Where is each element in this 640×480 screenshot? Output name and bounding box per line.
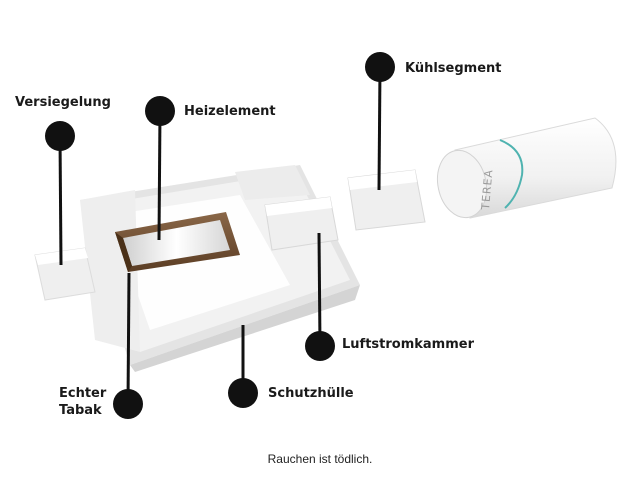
callout-dot-heizelement xyxy=(145,96,175,126)
callout-dot-echter-tabak xyxy=(113,389,143,419)
cooling-segment-shape xyxy=(347,169,426,231)
label-kuehlsegment: Kühlsegment xyxy=(405,61,502,76)
callout-dot-schutzhuelle xyxy=(228,378,258,408)
label-schutzhuelle: Schutzhülle xyxy=(268,386,354,401)
callout-dot-luftstromkammer xyxy=(305,331,335,361)
callout-dot-kuehlsegment xyxy=(365,52,395,82)
sealing-plug-shape xyxy=(34,247,96,301)
leader-line-kuehlsegment xyxy=(377,66,382,191)
callouts xyxy=(45,52,395,419)
leader-line-echter-tabak xyxy=(126,272,131,405)
airflow-chamber-shape xyxy=(264,196,339,251)
filter-tube-shape: TEREA xyxy=(436,117,617,219)
label-heizelement: Heizelement xyxy=(184,104,276,119)
health-warning: Rauchen ist tödlich. xyxy=(267,452,373,466)
label-versiegelung: Versiegelung xyxy=(15,95,111,110)
callout-dot-versiegelung xyxy=(45,121,75,151)
leader-line-heizelement xyxy=(157,110,162,241)
leader-line-versiegelung xyxy=(58,135,63,266)
label-echter-tabak: Echter Tabak xyxy=(59,386,107,418)
leader-line-luftstromkammer xyxy=(317,232,322,347)
tobacco-heater-shape xyxy=(115,212,240,272)
label-luftstromkammer: Luftstromkammer xyxy=(342,337,474,352)
brand-mark: TEREA xyxy=(479,168,496,211)
